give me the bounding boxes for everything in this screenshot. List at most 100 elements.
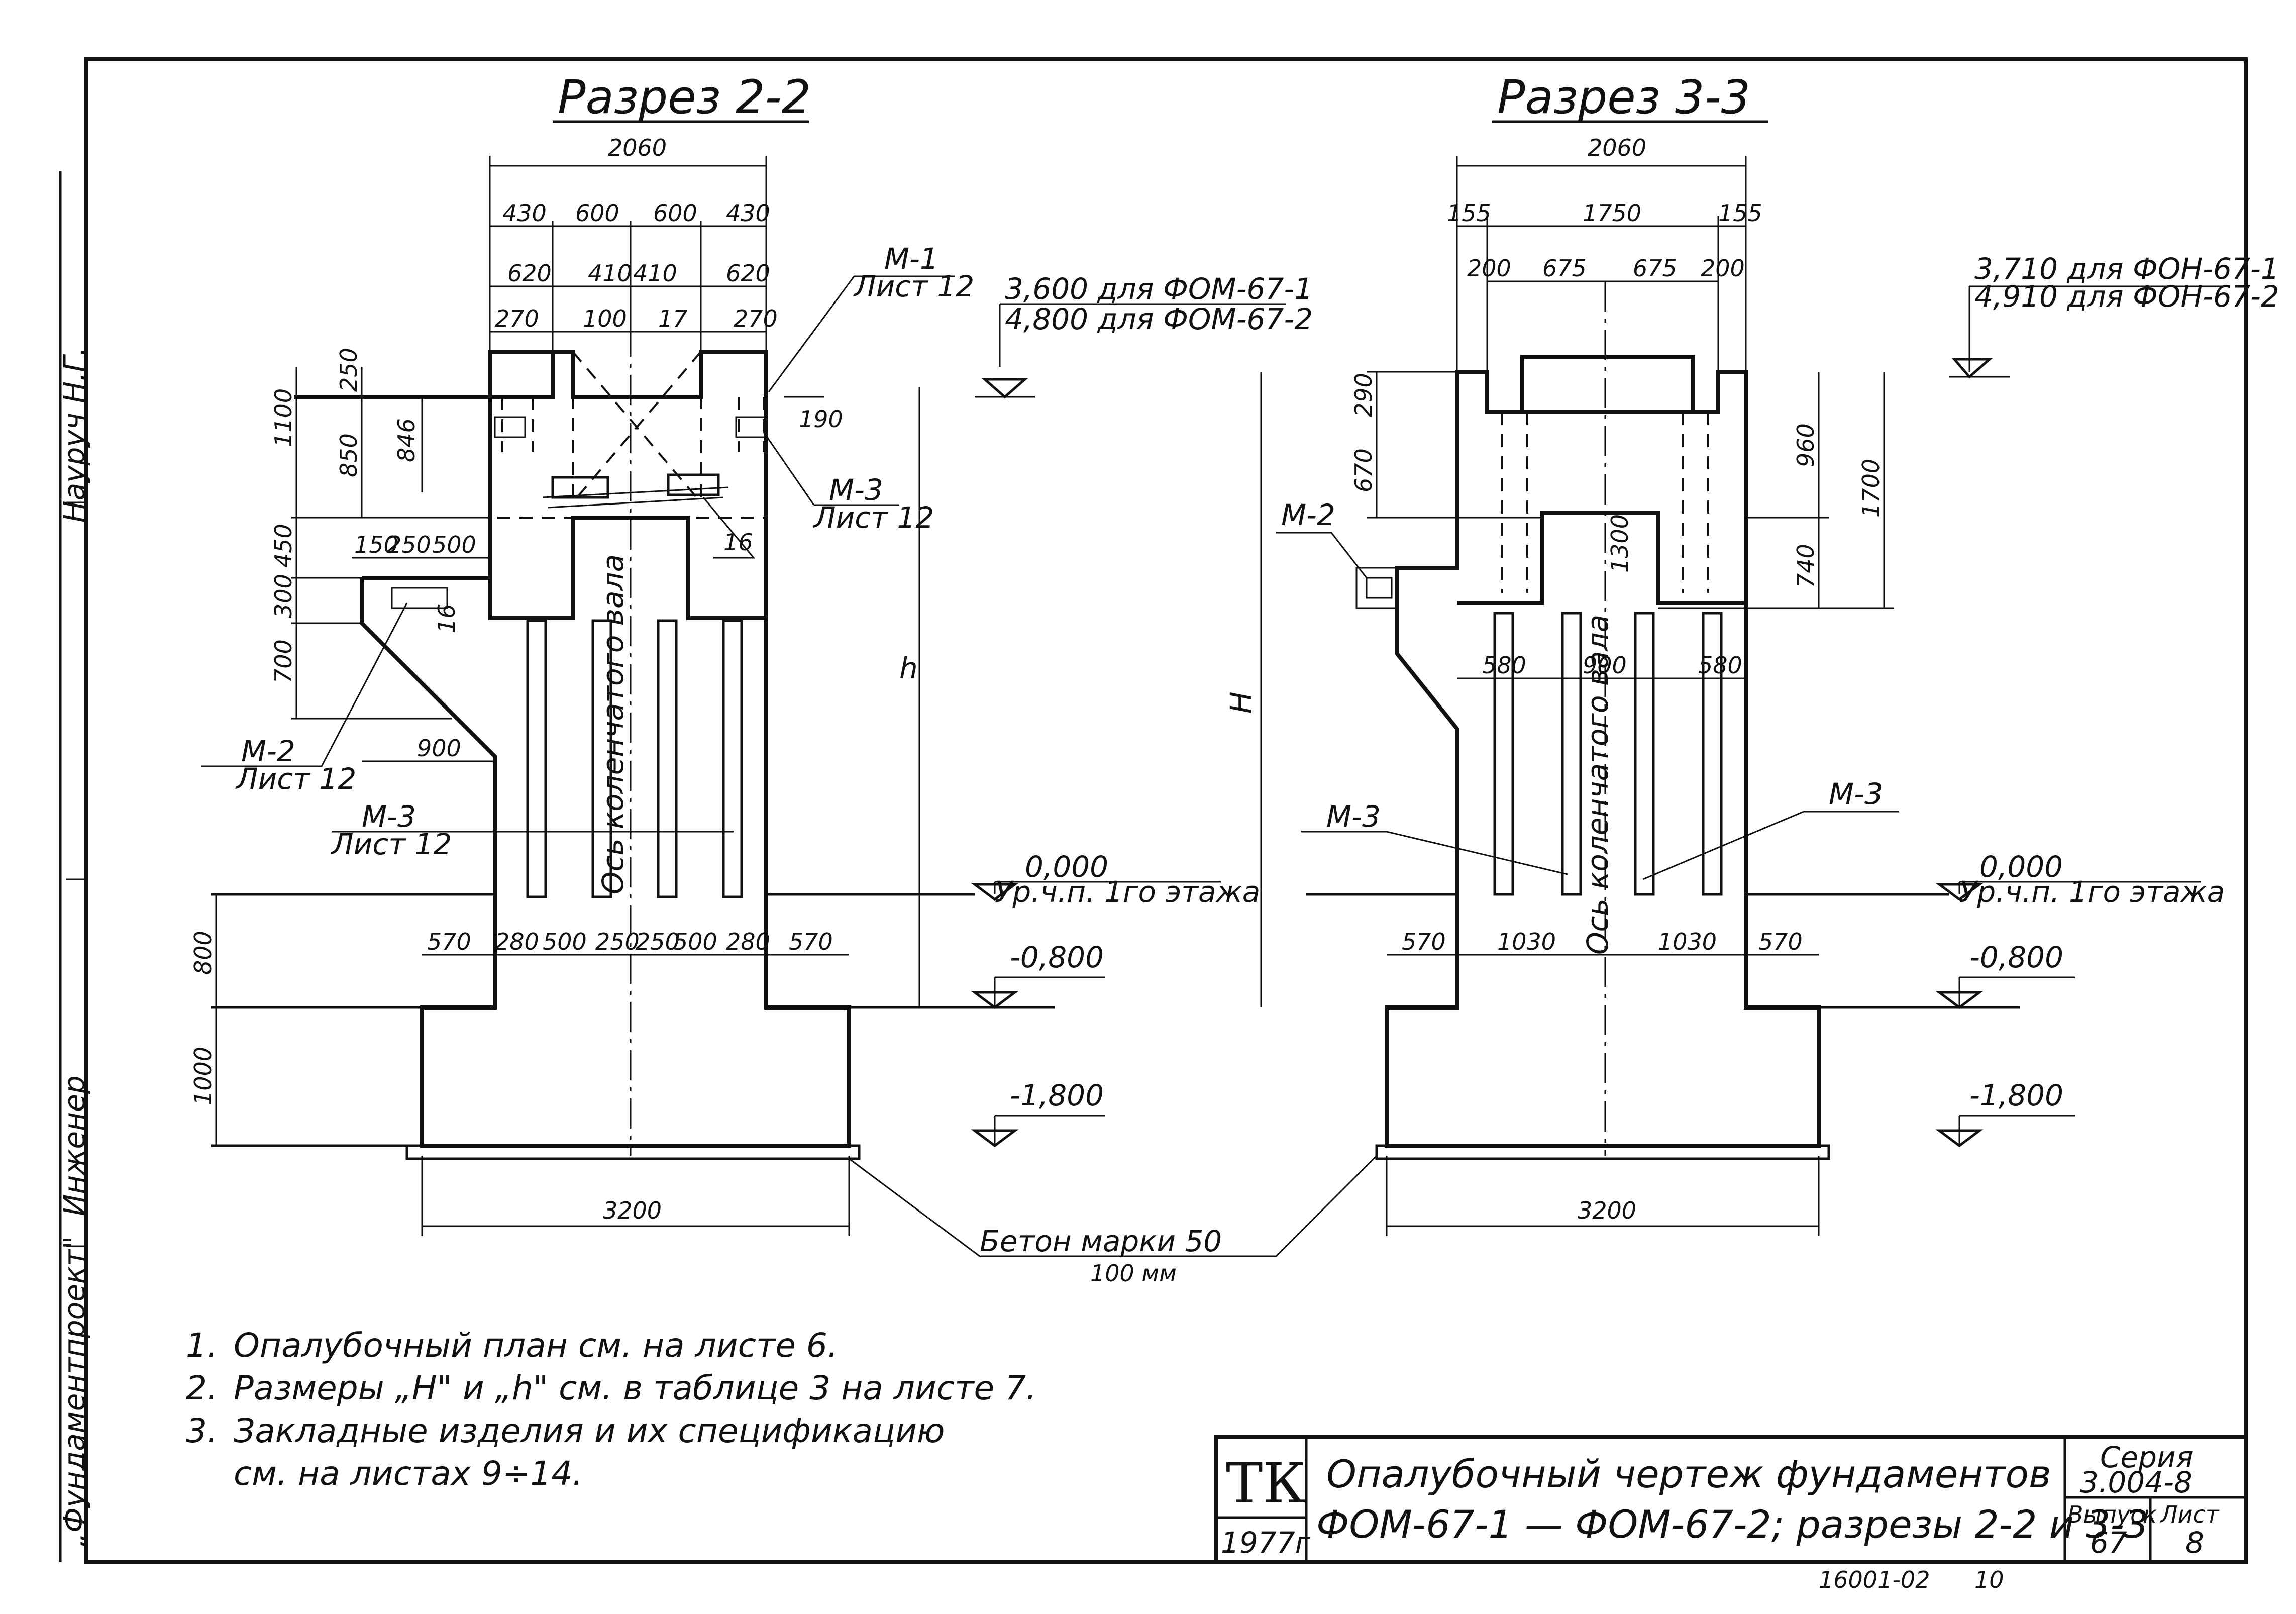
dim-300: 300 <box>270 574 297 618</box>
section-3-3: Разрез 3-3 Ось коленчатого вала 2060 155… <box>1224 70 2279 1236</box>
top-elev-1-3-3: 3,710 для ФОН-67-1 <box>1974 252 2279 286</box>
dim-900: 900 <box>1583 652 1627 679</box>
dim-740: 740 <box>1792 544 1819 588</box>
dim-410: 410 <box>588 260 632 287</box>
dim-570: 570 <box>1402 928 1446 955</box>
top-elev-2: 4,800 для ФОМ-67-2 <box>1005 302 1313 336</box>
tb-series-label: Серия <box>2100 1440 2194 1474</box>
section-3-3-title: Разрез 3-3 <box>1497 70 1750 124</box>
dim-190: 190 <box>799 406 843 433</box>
section-3-3-outline <box>1385 355 1821 1148</box>
dim-290: 290 <box>1350 373 1377 417</box>
dim-h: h <box>899 651 918 685</box>
dim-500: 500 <box>543 928 587 955</box>
dim-500: 500 <box>432 531 476 558</box>
dim-1300: 1300 <box>1606 514 1633 573</box>
m3a-sheet: Лист 12 <box>813 500 934 535</box>
side-stamp-role: Инженер <box>57 1075 91 1216</box>
axis-label: Ось коленчатого вала <box>596 554 630 894</box>
dim-570: 570 <box>789 928 833 955</box>
dim-150: 150 <box>354 531 398 558</box>
zero-elev: 0,000 <box>1025 850 1108 884</box>
tb-title-1: Опалубочный чертеж фундаментов <box>1326 1452 2051 1496</box>
dim-675: 675 <box>1542 255 1587 282</box>
dim-270: 270 <box>734 305 778 332</box>
dim-700: 700 <box>270 639 297 683</box>
dim-280: 280 <box>726 928 770 955</box>
zero-elev-3-3: 0,000 <box>1979 850 2063 884</box>
section-2-2-console <box>360 576 497 1007</box>
anchor-rod <box>1493 612 1514 896</box>
section-2-2-top-left-step <box>488 350 553 397</box>
top-elev-2-3-3: 4,910 для ФОН-67-2 <box>1974 279 2279 314</box>
anchor-rod <box>1702 612 1723 896</box>
m3a-label: М-3 <box>829 473 883 507</box>
dim-850: 850 <box>335 433 362 477</box>
dim-960: 960 <box>1792 423 1819 467</box>
dim-500: 500 <box>673 928 717 955</box>
anchor-rod <box>526 619 547 898</box>
concrete-thickness: 100 мм <box>1090 1260 1177 1287</box>
dim-16: 16 <box>433 603 460 633</box>
tb-sheet-label: Лист <box>2159 1501 2220 1528</box>
note-2-num: 2. <box>186 1369 218 1407</box>
section-2-2-outline <box>294 350 851 1148</box>
note-1-num: 1. <box>186 1326 218 1365</box>
dim-2060: 2060 <box>608 134 667 161</box>
tb-issue-label: Выпуск <box>2067 1501 2157 1528</box>
dim-1700: 1700 <box>1857 459 1885 518</box>
dim-280: 280 <box>495 928 539 955</box>
tb-title-2: ФОМ-67-1 — ФОМ-67-2; разрезы 2-2 и 3-3 <box>1316 1502 2148 1547</box>
dim-250: 250 <box>595 928 640 955</box>
footer-page: 10 <box>1974 1566 2004 1593</box>
m3b-sheet: Лист 12 <box>331 827 452 861</box>
dim-846: 846 <box>393 418 420 462</box>
dim-1100: 1100 <box>270 388 297 447</box>
dim-430: 430 <box>502 199 547 227</box>
dim-3200: 3200 <box>603 1197 662 1224</box>
concrete-note: Бетон марки 50 <box>980 1224 1222 1258</box>
elevation-marker <box>981 378 1028 399</box>
dim-620: 620 <box>726 260 770 287</box>
dim-1750: 1750 <box>1583 199 1641 227</box>
axis-label-3-3: Ось коленчатого вала <box>1581 615 1615 955</box>
side-stamp-org: „Фундаментпроект" <box>57 1236 91 1548</box>
section-2-2-title: Разрез 2-2 <box>558 70 811 124</box>
dim-620: 620 <box>507 260 552 287</box>
note-2: Размеры „H" и „h" см. в таблице 3 на лис… <box>234 1369 1036 1407</box>
m1-sheet: Лист 12 <box>853 269 974 304</box>
m3a-label-3-3: М-3 <box>1326 799 1381 834</box>
dim-1030: 1030 <box>1497 928 1556 955</box>
anchor-rod <box>1634 612 1655 896</box>
anchor-rod <box>1561 612 1582 896</box>
note-3: Закладные изделия и их спецификацию <box>234 1411 945 1450</box>
dim-580: 580 <box>1698 652 1742 679</box>
m2-sheet: Лист 12 <box>235 762 356 796</box>
tb-sheet-value: 8 <box>2185 1526 2204 1560</box>
dim-410: 410 <box>633 260 677 287</box>
dim-H: H <box>1224 691 1258 714</box>
elev-m08-3-3: -0,800 <box>1969 940 2063 974</box>
anchor-rod <box>722 619 743 898</box>
dim-2060: 2060 <box>1588 134 1646 161</box>
dim-200: 200 <box>1701 255 1745 282</box>
dim-17: 17 <box>658 305 688 332</box>
elev-m18-3-3: -1,800 <box>1969 1078 2063 1113</box>
elev-m18: -1,800 <box>1010 1078 1104 1113</box>
title-block: ТК 1977г Опалубочный чертеж фундаментов … <box>1214 1435 2248 1564</box>
dim-900: 900 <box>417 735 461 762</box>
dim-1000: 1000 <box>189 1047 217 1105</box>
notes: 1. Опалубочный план см. на листе 6. 2. Р… <box>186 1326 1036 1493</box>
tk-logo: ТК <box>1226 1451 1306 1516</box>
dim-270: 270 <box>495 305 539 332</box>
dim-430: 430 <box>726 199 770 227</box>
note-3-num: 3. <box>186 1411 218 1450</box>
dim-100: 100 <box>583 305 627 332</box>
dim-800: 800 <box>189 931 217 975</box>
note-3-cont: см. на листах 9÷14. <box>234 1454 583 1493</box>
dim-155: 155 <box>1447 199 1491 227</box>
dim-580: 580 <box>1482 652 1526 679</box>
dim-675: 675 <box>1633 255 1677 282</box>
side-stamp-name: Науруч Н.Г. <box>57 347 91 523</box>
